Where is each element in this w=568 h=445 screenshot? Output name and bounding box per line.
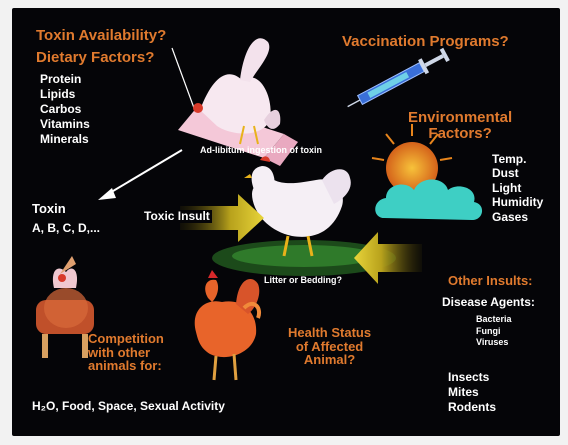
agent-viruses: Viruses [476, 337, 512, 349]
env-item-light: Light [492, 181, 543, 195]
health-status-line2: of Affected [288, 340, 371, 354]
vaccination-label: Vaccination Programs? [342, 34, 509, 50]
diagram-slide: Toxin Availability? Dietary Factors? Pro… [12, 8, 560, 436]
pest-rodents: Rodents [448, 400, 496, 415]
environmental-title: Environmental Factors? [408, 110, 512, 142]
cloud-icon [375, 180, 482, 221]
dietary-item-carbos: Carbos [40, 102, 90, 117]
competition-line2: with other [88, 346, 164, 360]
dietary-item-lipids: Lipids [40, 87, 90, 102]
environmental-list: Temp. Dust Light Humidity Gases [492, 152, 543, 224]
env-item-temp: Temp. [492, 152, 543, 166]
competition-line1: Competition [88, 332, 164, 346]
dietary-factors-title: Dietary Factors? [36, 50, 154, 66]
competition-resources: H₂O, Food, Space, Sexual Activity [32, 400, 225, 413]
env-item-dust: Dust [492, 166, 543, 180]
pest-mites: Mites [448, 385, 496, 400]
dietary-factors-list: Protein Lipids Carbos Vitamins Minerals [40, 72, 90, 147]
env-item-humidity: Humidity [492, 195, 543, 209]
environmental-title-line2: Factors? [408, 126, 512, 142]
disease-agents-list: Bacteria Fungi Viruses [476, 314, 512, 349]
env-item-gases: Gases [492, 210, 543, 224]
environmental-title-line1: Environmental [408, 110, 512, 126]
toxin-pointer-line [172, 48, 194, 108]
agent-fungi: Fungi [476, 326, 512, 338]
dietary-item-minerals: Minerals [40, 132, 90, 147]
toxin-title: Toxin [32, 202, 66, 216]
toxin-types: A, B, C, D,... [32, 222, 100, 235]
competition-line3: animals for: [88, 359, 164, 373]
rooster-icon [195, 270, 260, 380]
toxic-insult-label: Toxic Insult [142, 210, 212, 223]
disease-agents-label: Disease Agents: [442, 296, 535, 309]
syringe-icon [344, 47, 450, 114]
other-insults-arrow [354, 232, 422, 284]
pests-list: Insects Mites Rodents [448, 370, 496, 415]
other-insults-title: Other Insults: [448, 274, 533, 288]
dietary-item-vitamins: Vitamins [40, 117, 90, 132]
health-status-line1: Health Status [288, 326, 371, 340]
white-diagonal-arrow [98, 150, 182, 200]
pest-insects: Insects [448, 370, 496, 385]
health-status-line3: Animal? [288, 353, 371, 367]
toxin-availability-label: Toxin Availability? [36, 28, 166, 44]
agent-bacteria: Bacteria [476, 314, 512, 326]
litter-caption: Litter or Bedding? [264, 276, 342, 285]
health-status-label: Health Status of Affected Animal? [288, 326, 371, 367]
dietary-item-protein: Protein [40, 72, 90, 87]
ad-libitum-caption: Ad-libitum ingestion of toxin [200, 146, 322, 155]
caged-bird-icon [36, 256, 94, 358]
competition-label: Competition with other animals for: [88, 332, 164, 373]
